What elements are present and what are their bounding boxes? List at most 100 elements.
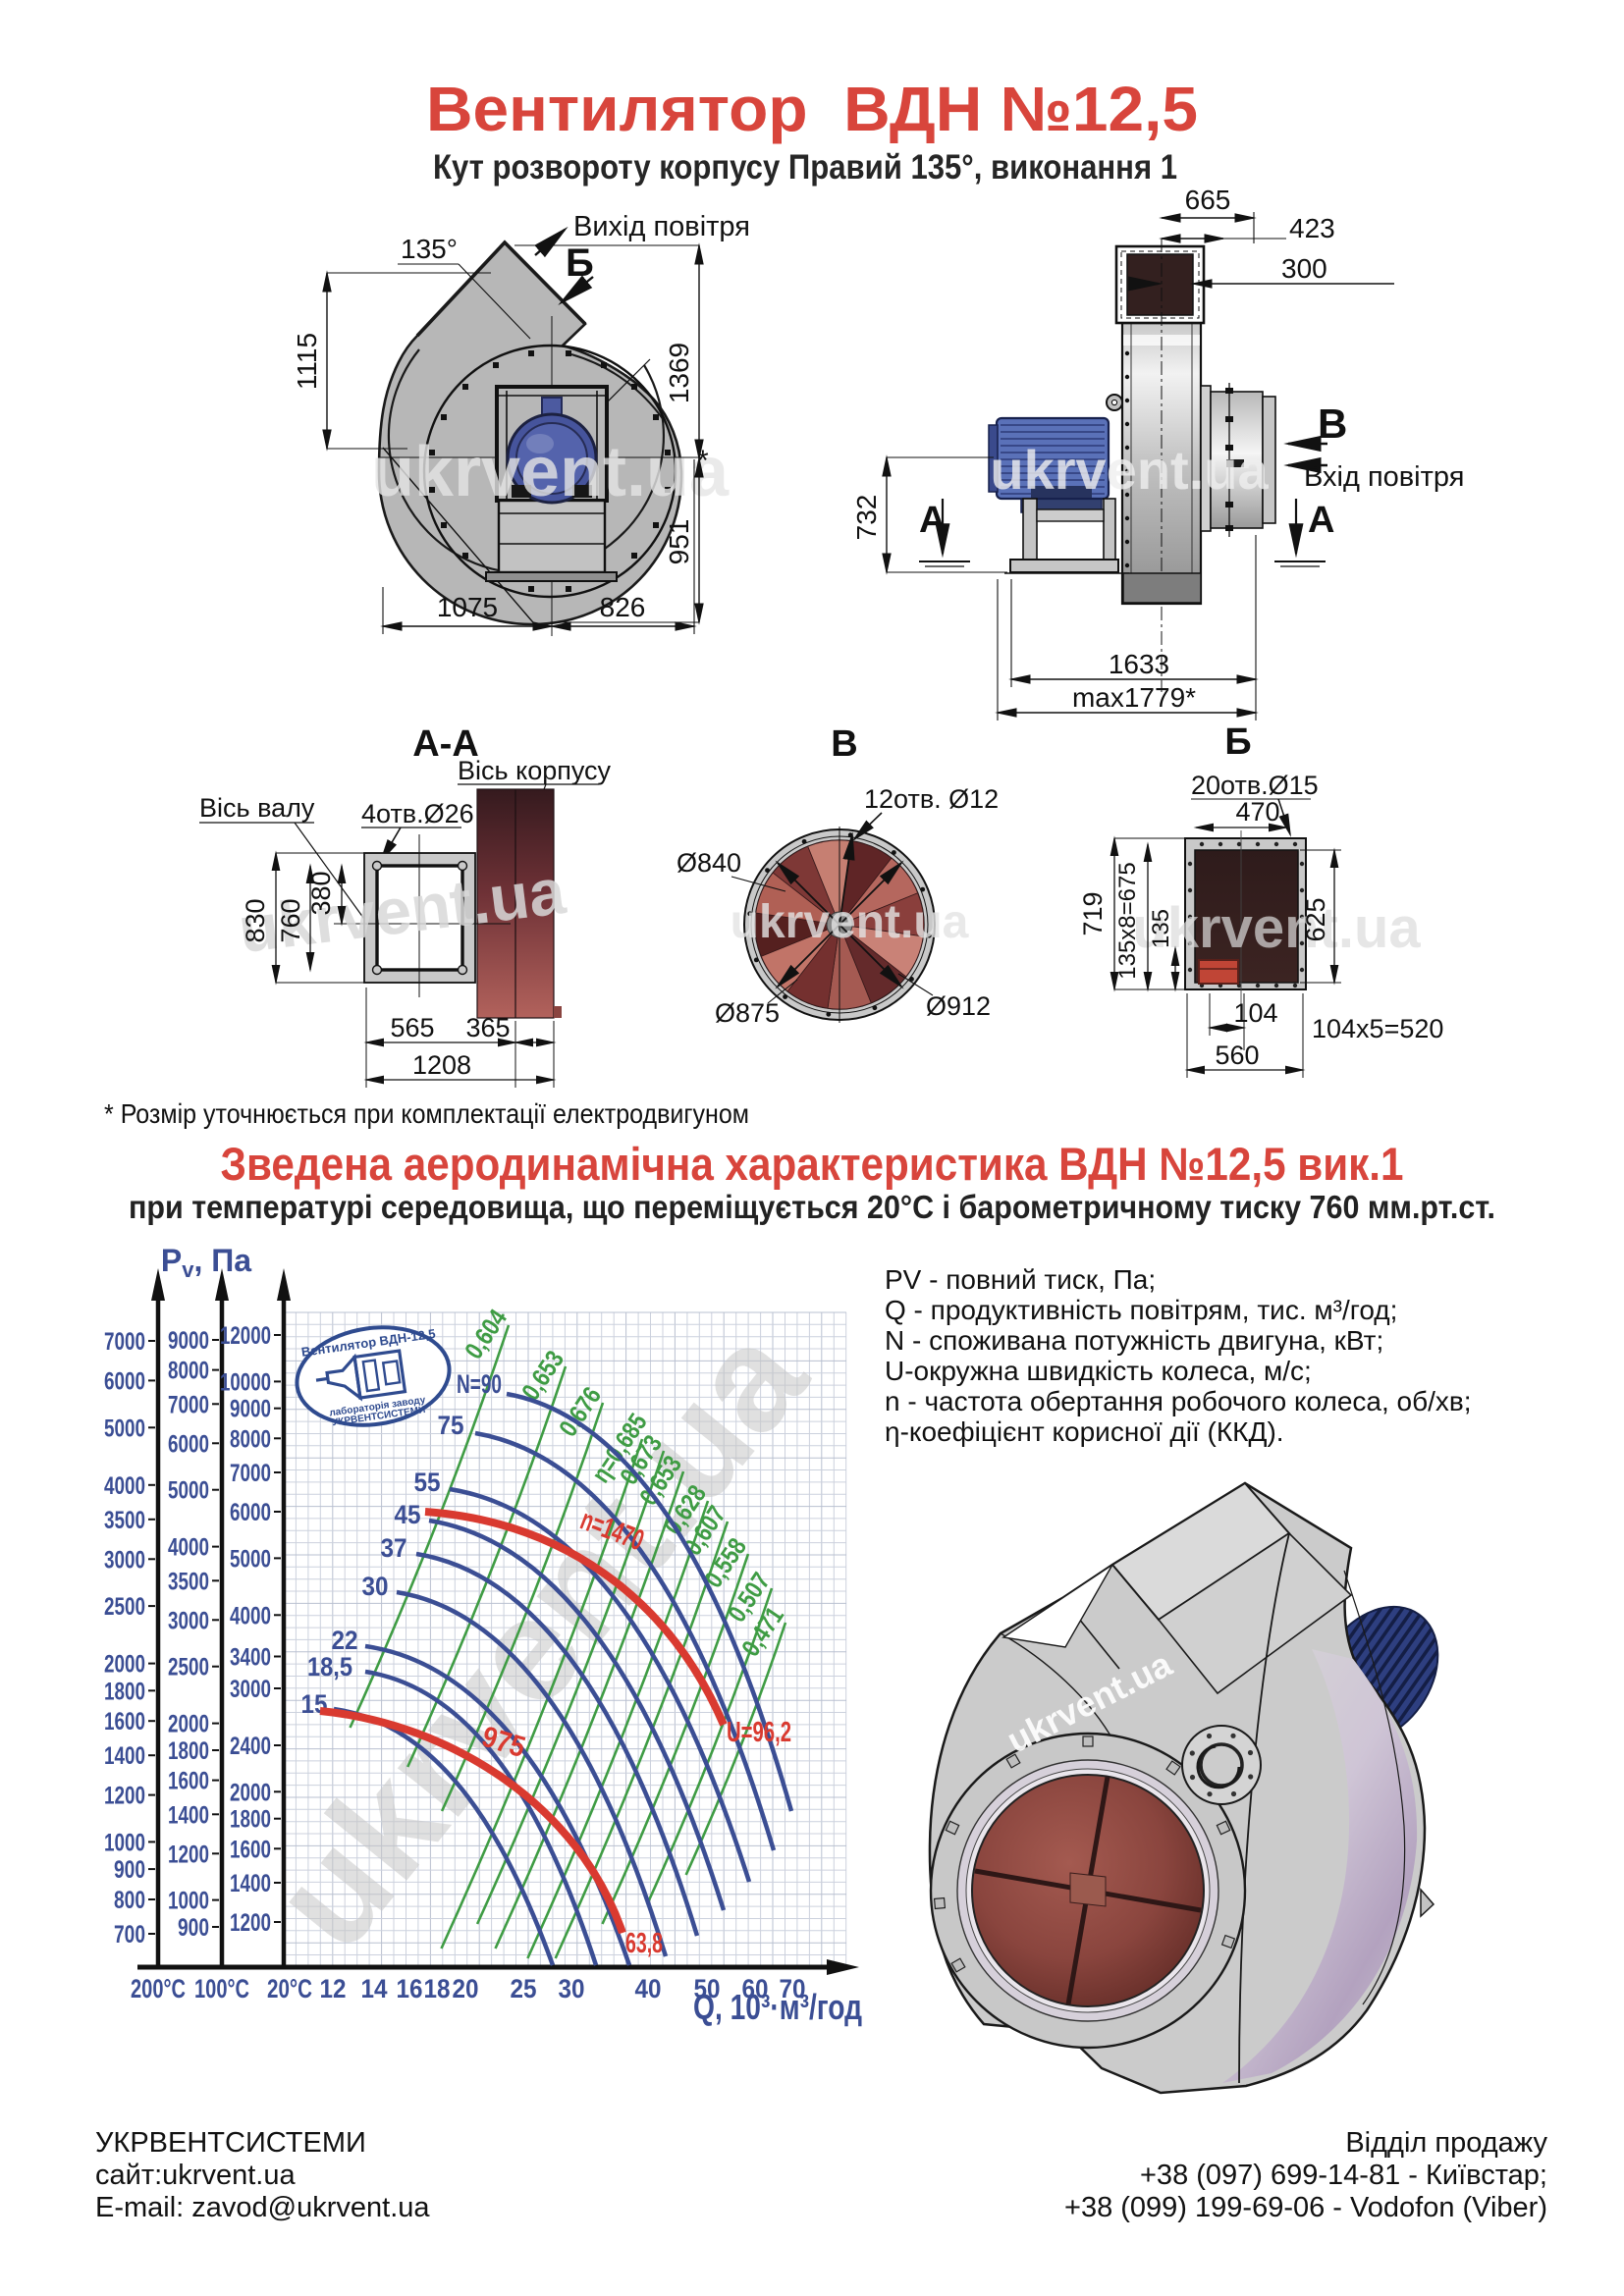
svg-text:900: 900	[178, 1914, 209, 1942]
svg-text:37: 37	[381, 1533, 407, 1563]
svg-text:η-коефіцієнт корисної дії (ККД: η-коефіцієнт корисної дії (ККД).	[885, 1416, 1284, 1447]
svg-text:2000: 2000	[230, 1779, 271, 1806]
svg-text:9000: 9000	[230, 1396, 271, 1423]
svg-text:Вентилятор ВДН №12,5: Вентилятор ВДН №12,5	[426, 74, 1198, 144]
svg-text:Ø840: Ø840	[677, 848, 741, 878]
svg-text:2500: 2500	[104, 1593, 145, 1621]
svg-text:10000: 10000	[220, 1368, 271, 1396]
svg-text:625: 625	[1301, 897, 1330, 941]
svg-text:55: 55	[414, 1468, 441, 1497]
svg-text:560: 560	[1215, 1041, 1259, 1070]
svg-text:20отв.Ø15: 20отв.Ø15	[1191, 771, 1319, 800]
svg-text:2400: 2400	[230, 1733, 271, 1760]
svg-text:1800: 1800	[168, 1737, 209, 1765]
svg-text:75: 75	[438, 1411, 464, 1440]
svg-text:380: 380	[306, 871, 336, 915]
svg-text:U=96,2: U=96,2	[727, 1717, 791, 1748]
svg-text:Вісь корпусу: Вісь корпусу	[458, 756, 612, 785]
svg-text:УКРВЕНТСИСТЕМИ: УКРВЕНТСИСТЕМИ	[95, 2127, 366, 2159]
svg-text:7000: 7000	[230, 1460, 271, 1487]
svg-text:826: 826	[600, 592, 646, 622]
svg-text:7000: 7000	[104, 1328, 145, 1356]
svg-text:700: 700	[114, 1921, 145, 1949]
svg-text:при температурі середовища, що: при температурі середовища, що переміщує…	[129, 1189, 1495, 1225]
svg-text:2500: 2500	[168, 1654, 209, 1682]
svg-text:1200: 1200	[104, 1783, 145, 1810]
svg-text:4отв.Ø26: 4отв.Ø26	[361, 799, 474, 828]
svg-text:760: 760	[276, 898, 305, 942]
svg-text:ukrvent.ua: ukrvent.ua	[1132, 896, 1421, 960]
svg-text:18,5: 18,5	[307, 1652, 352, 1682]
svg-text:1400: 1400	[230, 1870, 271, 1897]
svg-text:*: *	[697, 445, 709, 477]
svg-text:Q - продуктивність повітрям, т: Q - продуктивність повітрям, тис. м³/год…	[885, 1295, 1397, 1325]
svg-text:5000: 5000	[230, 1545, 271, 1573]
svg-text:4000: 4000	[168, 1534, 209, 1562]
svg-text:+38 (097) 699-14-81 - Київстар: +38 (097) 699-14-81 - Київстар;	[1140, 2160, 1547, 2191]
svg-text:max1779*: max1779*	[1072, 682, 1196, 713]
svg-text:сайт:ukrvent.ua: сайт:ukrvent.ua	[95, 2160, 296, 2191]
svg-text:Ø912: Ø912	[926, 991, 991, 1021]
svg-text:n - частота обертання робочого: n - частота обертання робочого колеса, о…	[885, 1386, 1472, 1416]
svg-text:ukrvent.ua: ukrvent.ua	[990, 439, 1269, 501]
svg-text:N=90: N=90	[457, 1369, 502, 1399]
svg-text:9000: 9000	[168, 1327, 209, 1355]
svg-text:665: 665	[1185, 185, 1231, 215]
svg-text:50: 50	[694, 1974, 721, 2003]
svg-text:5000: 5000	[168, 1477, 209, 1505]
svg-text:1115: 1115	[292, 333, 322, 390]
svg-text:Зведена аеродинамічна характер: Зведена аеродинамічна характеристика ВДН…	[221, 1138, 1404, 1190]
svg-text:30: 30	[362, 1572, 389, 1601]
svg-text:8000: 8000	[230, 1425, 271, 1453]
svg-text:732: 732	[851, 495, 882, 541]
svg-text:135°: 135°	[401, 234, 458, 264]
svg-text:1800: 1800	[230, 1806, 271, 1834]
svg-text:565: 565	[390, 1013, 434, 1042]
svg-text:В: В	[1318, 400, 1347, 447]
svg-text:830: 830	[241, 898, 270, 942]
svg-text:4000: 4000	[230, 1602, 271, 1629]
svg-text:12отв. Ø12: 12отв. Ø12	[864, 784, 999, 814]
svg-text:U-окружна швидкість колеса, м/: U-окружна швидкість колеса, м/с;	[885, 1356, 1312, 1386]
svg-text:470: 470	[1235, 797, 1279, 827]
svg-text:6000: 6000	[168, 1430, 209, 1458]
svg-text:1200: 1200	[168, 1841, 209, 1868]
svg-text:* Розмір уточнюється при компл: * Розмір уточнюється при комплектації ел…	[104, 1098, 749, 1129]
svg-text:1633: 1633	[1109, 649, 1169, 679]
svg-text:1000: 1000	[168, 1888, 209, 1915]
svg-text:200°C: 200°C	[131, 1974, 186, 2003]
svg-text:14: 14	[361, 1974, 388, 2003]
svg-text:ukrvent.ua: ukrvent.ua	[731, 896, 969, 948]
svg-text:719: 719	[1078, 891, 1108, 935]
svg-text:N - споживана потужність двигу: N - споживана потужність двигуна, кВт;	[885, 1325, 1383, 1356]
svg-text:Вхід повітря: Вхід повітря	[1304, 461, 1464, 493]
svg-text:PV - повний тиск, Па;: PV - повний тиск, Па;	[885, 1264, 1156, 1295]
svg-text:Вісь валу: Вісь валу	[199, 793, 315, 823]
svg-text:3400: 3400	[230, 1644, 271, 1672]
svg-text:В: В	[831, 723, 857, 765]
svg-text:1600: 1600	[168, 1768, 209, 1795]
svg-text:365: 365	[465, 1013, 510, 1042]
svg-text:70: 70	[780, 1974, 806, 2003]
svg-text:3500: 3500	[168, 1568, 209, 1595]
svg-text:104: 104	[1233, 998, 1277, 1028]
svg-text:1200: 1200	[230, 1909, 271, 1937]
svg-text:1075: 1075	[437, 592, 498, 622]
svg-text:1400: 1400	[168, 1801, 209, 1829]
svg-text:22: 22	[332, 1626, 358, 1655]
svg-text:3000: 3000	[104, 1546, 145, 1574]
svg-text:3000: 3000	[230, 1676, 271, 1703]
svg-text:800: 800	[114, 1887, 145, 1914]
svg-text:3500: 3500	[104, 1507, 145, 1534]
svg-text:60: 60	[742, 1974, 769, 2003]
svg-text:6000: 6000	[230, 1499, 271, 1526]
svg-text:1208: 1208	[412, 1050, 471, 1080]
svg-text:300: 300	[1281, 253, 1327, 284]
svg-text:63,8: 63,8	[625, 1928, 663, 1959]
svg-text:2000: 2000	[168, 1711, 209, 1738]
svg-text:30: 30	[559, 1974, 585, 2003]
svg-text:40: 40	[635, 1974, 662, 2003]
svg-text:Ø875: Ø875	[715, 998, 780, 1028]
svg-text:5000: 5000	[104, 1415, 145, 1442]
svg-text:1600: 1600	[230, 1836, 271, 1863]
